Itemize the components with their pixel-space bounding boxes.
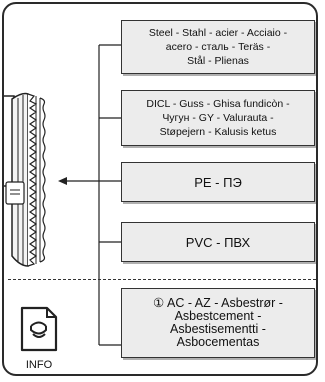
material-text-line: Stål - Plienas: [187, 55, 249, 67]
selection-bracket: [58, 44, 121, 346]
material-text-line: DICL - Guss - Ghisa fundicòn -: [146, 98, 290, 110]
material-text-line: Asbestisementti -: [170, 322, 266, 336]
material-text-line: Чугун - GY - Valurauta -: [162, 112, 274, 124]
material-text-line: acero - сталь - Teräs -: [165, 41, 271, 53]
info-label: INFO: [25, 359, 53, 371]
material-box-dicl[interactable]: DICL - Guss - Ghisa fundicòn - Чугун - G…: [121, 90, 315, 146]
material-box-asbestos[interactable]: ① AC - AZ - Asbestrør - Asbestcement - A…: [121, 288, 315, 358]
coupling-bolts: [27, 93, 46, 267]
material-box-steel[interactable]: Steel - Stahl - acier - Acciaio - acero …: [121, 20, 315, 74]
material-text-line: Asbocementas: [176, 335, 260, 349]
material-text-line: PE - ПЭ: [194, 174, 242, 190]
pipe-coupling-illustration: [4, 92, 46, 267]
material-text-line: Steel - Stahl - acier - Acciaio -: [148, 27, 288, 39]
diagram-frame: Steel - Stahl - acier - Acciaio - acero …: [2, 2, 318, 376]
material-text-line: PVC - ПВХ: [185, 234, 251, 250]
material-box-pvc[interactable]: PVC - ПВХ: [121, 222, 315, 262]
material-text-line: Støpejern - Kalusis ketus: [159, 126, 277, 138]
section-divider: [8, 279, 316, 280]
coupling-tab: [5, 181, 25, 205]
pointer-arrowhead: [58, 177, 67, 185]
material-text-line: ① AC - AZ - Asbestrør -: [153, 296, 283, 310]
info-button[interactable]: INFO: [16, 306, 62, 371]
document-info-icon: [20, 306, 58, 352]
material-text-line: Asbestcement -: [174, 309, 262, 323]
material-box-pe[interactable]: PE - ПЭ: [121, 162, 315, 202]
